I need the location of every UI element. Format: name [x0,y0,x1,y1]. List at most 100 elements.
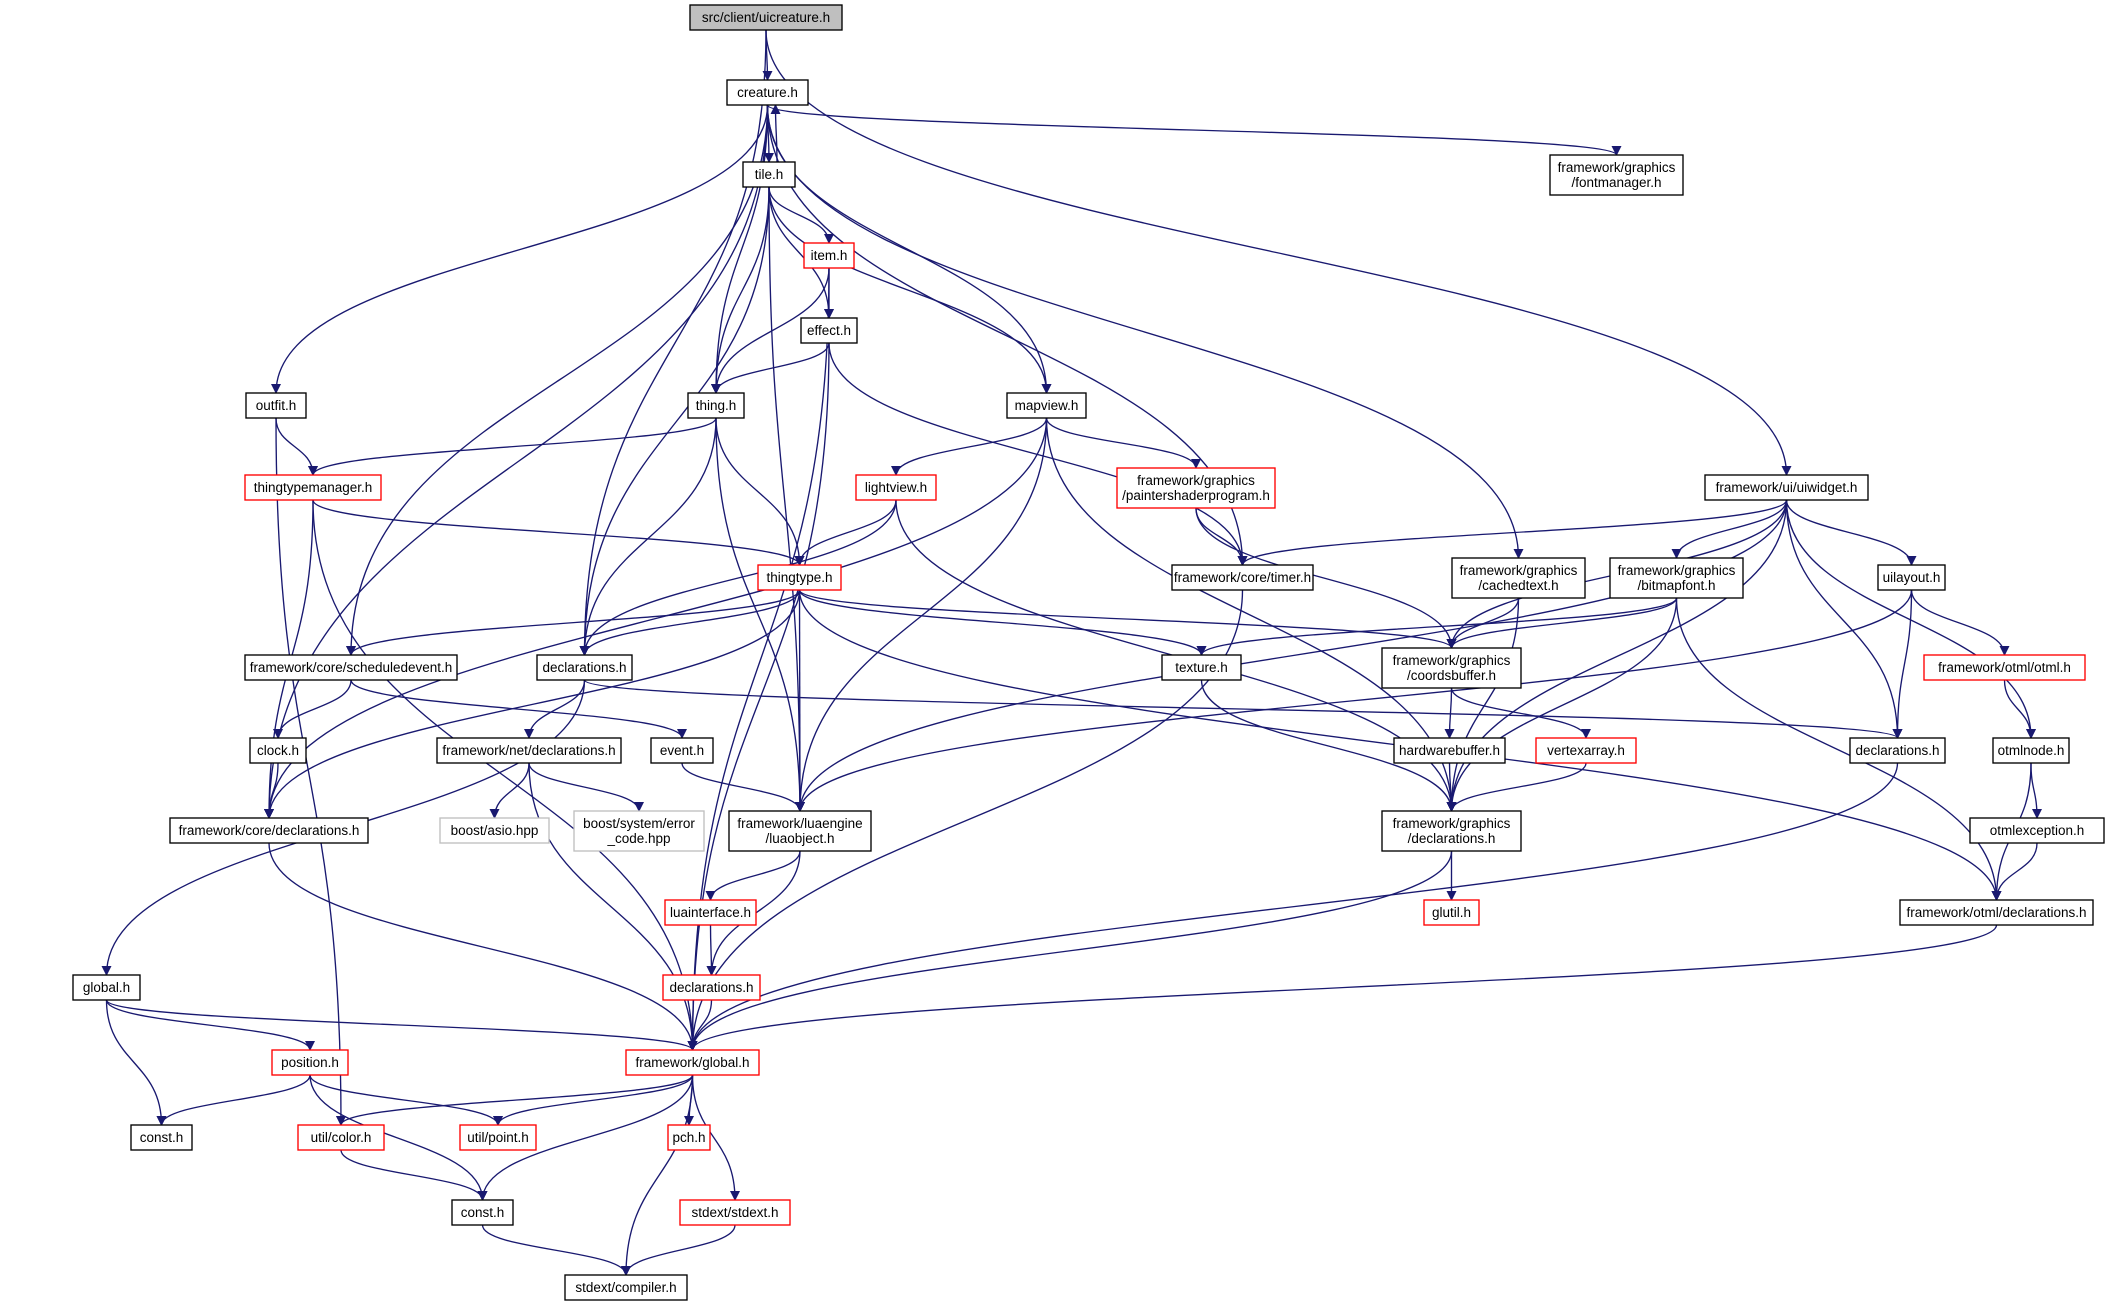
node-label: pch.h [672,1130,705,1145]
node-n34[interactable]: framework/luaengine/luaobject.h [728,810,872,852]
node-n25[interactable]: framework/net/declarations.h [436,737,622,764]
node-n40[interactable]: declarations.h [662,974,761,1001]
edge-n36-n39 [1991,842,2038,901]
node-n5[interactable]: item.h [803,242,855,269]
edge-n42-n46 [493,1074,694,1126]
node-box [1923,654,2086,681]
edge-n39-n42 [687,924,1998,1051]
node-n45[interactable]: util/color.h [297,1124,385,1151]
node-n16[interactable]: framework/graphics/cachedtext.h [1451,557,1586,599]
edges-layer [101,29,2042,1276]
node-label: /bitmapfont.h [1637,578,1715,593]
node-n23[interactable]: framework/otml/otml.h [1923,654,2086,681]
node-n33[interactable]: boost/system/error_code.hpp [573,810,705,852]
node-label: /coordsbuffer.h [1407,668,1496,683]
node-n29[interactable]: declarations.h [1849,737,1946,764]
node-n13[interactable]: framework/ui/uiwidget.h [1704,474,1869,501]
node-n17[interactable]: framework/graphics/bitmapfont.h [1609,557,1744,599]
node-n2[interactable]: creature.h [726,79,809,106]
node-n32[interactable]: boost/asio.hpp [439,817,550,844]
edge-n49-n50 [621,1224,736,1276]
node-box [726,79,809,106]
node-n35[interactable]: framework/graphics/declarations.h [1381,810,1522,852]
node-n30[interactable]: otmlnode.h [1992,737,2070,764]
node-label: event.h [660,743,704,758]
edge-n43-n44 [156,1074,311,1126]
node-box [130,1124,193,1151]
edge-n18-n34 [795,589,1913,812]
node-box [757,564,842,591]
node-n24[interactable]: clock.h [249,737,307,764]
node-n12[interactable]: framework/graphics/paintershaderprogram.… [1116,467,1276,509]
node-box [564,1274,688,1301]
node-label: framework/core/timer.h [1174,570,1311,585]
node-n20[interactable]: declarations.h [536,654,633,681]
edge-n14-n34 [794,589,805,812]
edge-n3-n34 [768,186,805,812]
node-n43[interactable]: position.h [271,1049,349,1076]
edge-n3-n8 [711,186,770,394]
node-n11[interactable]: lightview.h [855,474,937,501]
edge-n19-n26 [350,679,687,739]
node-n10[interactable]: thingtypemanager.h [244,474,382,501]
node-label: framework/otml/otml.h [1938,660,2071,675]
node-label: boost/asio.hpp [451,823,539,838]
node-label: stdext/stdext.h [691,1205,778,1220]
node-box [679,1199,791,1226]
edge-n18-n23 [1910,589,2010,656]
edge-n23-n30 [2003,679,2036,739]
edge-n2-n31 [264,104,769,819]
node-label: framework/graphics [1460,563,1578,578]
edge-n3-n2 [770,104,781,163]
node-n14[interactable]: thingtype.h [757,564,842,591]
edge-n12-n22 [1195,507,1457,649]
edge-n3-n9 [768,186,1052,394]
node-n39[interactable]: framework/otml/declarations.h [1899,899,2094,926]
node-label: stdext/compiler.h [575,1280,676,1295]
edge-n37-n40 [706,924,717,976]
node-n50[interactable]: stdext/compiler.h [564,1274,688,1301]
edge-n22-n28 [1450,687,1591,739]
node-box [169,817,369,844]
node-n4[interactable]: framework/graphics/fontmanager.h [1549,154,1684,196]
node-n28[interactable]: vertexarray.h [1535,737,1637,764]
edge-n19-n24 [273,679,352,739]
node-n49[interactable]: stdext/stdext.h [679,1199,791,1226]
node-label: declarations.h [1855,743,1939,758]
node-n46[interactable]: util/point.h [459,1124,537,1151]
node-n27[interactable]: hardwarebuffer.h [1393,737,1506,764]
node-n41[interactable]: global.h [72,974,141,1001]
node-box [1535,737,1637,764]
node-box [1161,654,1242,681]
edge-n3-n5 [768,186,834,244]
node-n3[interactable]: tile.h [742,161,796,188]
node-n7[interactable]: outfit.h [245,392,307,419]
edge-n13-n30 [1785,499,2036,739]
node-n44[interactable]: const.h [130,1124,193,1151]
node-n48[interactable]: const.h [451,1199,514,1226]
node-n21[interactable]: texture.h [1161,654,1242,681]
node-n1[interactable]: src/client/uicreature.h [689,4,843,31]
node-n36[interactable]: otmlexception.h [1969,817,2105,844]
node-n15[interactable]: framework/core/timer.h [1171,564,1314,591]
node-n18[interactable]: uilayout.h [1877,564,1946,591]
node-n8[interactable]: thing.h [687,392,745,419]
node-label: otmlexception.h [1990,823,2085,838]
node-n19[interactable]: framework/core/scheduledevent.h [244,654,458,681]
edge-n5-n8 [711,267,830,394]
node-n47[interactable]: pch.h [667,1124,711,1151]
edge-n17-n35 [1446,597,1678,812]
node-n22[interactable]: framework/graphics/coordsbuffer.h [1381,647,1522,689]
node-n38[interactable]: glutil.h [1423,899,1480,926]
node-n26[interactable]: event.h [650,737,714,764]
edge-n12-n15 [1195,507,1248,566]
node-n37[interactable]: luainterface.h [664,899,757,926]
node-label: boost/system/error [583,816,695,831]
node-box [687,392,745,419]
node-n9[interactable]: mapview.h [1006,392,1087,419]
node-n31[interactable]: framework/core/declarations.h [169,817,369,844]
node-box [436,737,622,764]
node-n42[interactable]: framework/global.h [625,1049,760,1076]
node-n6[interactable]: effect.h [800,317,858,344]
edge-n43-n46 [309,1074,503,1126]
